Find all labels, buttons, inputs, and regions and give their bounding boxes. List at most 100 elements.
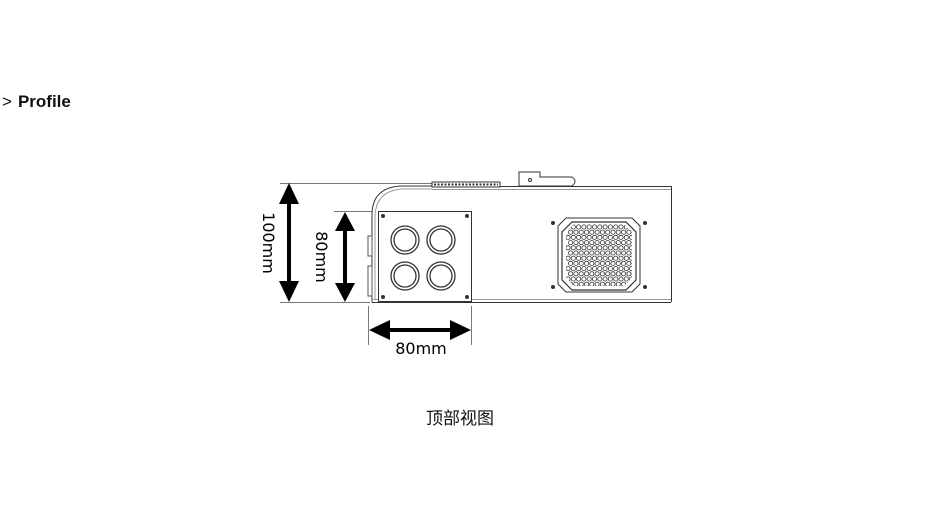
grill-hole (594, 260, 600, 266)
fan-grill (551, 217, 647, 293)
grill-hole (610, 229, 616, 235)
grill-hole (597, 224, 603, 230)
grill-hole (618, 266, 624, 272)
grill-hole (594, 240, 600, 246)
grill-hole (607, 224, 613, 230)
grill-hole (615, 250, 621, 256)
grill-hole (578, 250, 584, 256)
grill-hole (621, 281, 627, 286)
grill-hole (570, 234, 576, 240)
view-caption: 顶部视图 (426, 409, 494, 429)
grill-hole (629, 234, 632, 240)
grill-hole (576, 276, 582, 282)
grill-hole (568, 250, 574, 256)
grill-hole (621, 260, 627, 266)
grill-hole (586, 276, 592, 282)
grill-hole (568, 240, 574, 246)
grill-hole (607, 276, 613, 282)
grill-hole (621, 240, 627, 246)
grill-hole (610, 240, 616, 246)
grill-hole (605, 240, 611, 246)
grill-hole (573, 240, 579, 246)
grill-hole (578, 229, 584, 235)
grill-hole (581, 255, 587, 261)
grill-hole (586, 245, 592, 251)
grill-hole (623, 255, 629, 261)
grill-hole (578, 271, 584, 277)
grill-hole (615, 271, 621, 277)
grill-hole (626, 229, 632, 235)
grill-hole (599, 271, 605, 277)
grill-hole (592, 234, 598, 240)
dimension-label-80mm-horizontal: 80mm (395, 339, 447, 358)
grill-hole (623, 245, 629, 251)
grill-hole (568, 229, 574, 235)
dimension-80mm-horizontal: 80mm (369, 320, 471, 358)
grill-hole (613, 266, 619, 272)
grill-hole (573, 260, 579, 266)
grill-hole (602, 234, 608, 240)
grill-hole (618, 276, 624, 282)
dimension-100mm: 100mm (259, 183, 299, 302)
grill-hole (578, 240, 584, 246)
grill-hole (602, 245, 608, 251)
grill-hole (599, 260, 605, 266)
grill-hole (597, 234, 603, 240)
grill-hole (618, 255, 624, 261)
grill-hole (594, 229, 600, 235)
grill-hole (607, 234, 613, 240)
extension-lines (280, 183, 472, 345)
grill-hole (607, 266, 613, 272)
chevron-right-icon: > (2, 92, 12, 111)
grill-hole (573, 271, 579, 277)
grill-hole (597, 276, 603, 282)
grill-hole (621, 229, 627, 235)
grill-hole (629, 245, 632, 251)
grill-hole (573, 281, 579, 286)
grill-hole (566, 234, 571, 240)
grill-hole (573, 250, 579, 256)
grill-hole (621, 250, 627, 256)
grill-hole (584, 250, 590, 256)
grill-hole (623, 266, 629, 272)
grill-hole (623, 234, 629, 240)
grill-hole (589, 250, 595, 256)
grill-hole (599, 240, 605, 246)
grill-hole (610, 281, 616, 286)
section-heading: > Profile (2, 90, 71, 114)
grill-hole (613, 245, 619, 251)
grill-hole (573, 229, 579, 235)
grill-hole (568, 271, 574, 277)
grill-hole (602, 266, 608, 272)
grill-hole (576, 266, 582, 272)
grill-hole (592, 224, 598, 230)
grill-hole (602, 224, 608, 230)
grill-hole (597, 266, 603, 272)
grill-hole (589, 271, 595, 277)
grill-hole (605, 260, 611, 266)
grill-hole (599, 281, 605, 286)
grill-hole (576, 224, 582, 230)
grill-hole (605, 281, 611, 286)
grill-hole (578, 260, 584, 266)
grill-hole (626, 240, 632, 246)
grill-hole (581, 234, 587, 240)
grill-hole (610, 260, 616, 266)
grill-hole (610, 271, 616, 277)
grill-hole (584, 281, 590, 286)
grill-hole (594, 281, 600, 286)
grill-hole (581, 276, 587, 282)
mounting-bracket (518, 171, 576, 187)
grill-hole (581, 224, 587, 230)
grill-hole (615, 260, 621, 266)
grill-hole (613, 224, 619, 230)
section-title: Profile (17, 92, 71, 111)
grill-hole (602, 276, 608, 282)
grill-hole (615, 240, 621, 246)
grill-hole (615, 229, 621, 235)
grill-hole (607, 255, 613, 261)
grill-hole (592, 245, 598, 251)
grill-hole (566, 255, 571, 261)
grill-hole (626, 260, 632, 266)
